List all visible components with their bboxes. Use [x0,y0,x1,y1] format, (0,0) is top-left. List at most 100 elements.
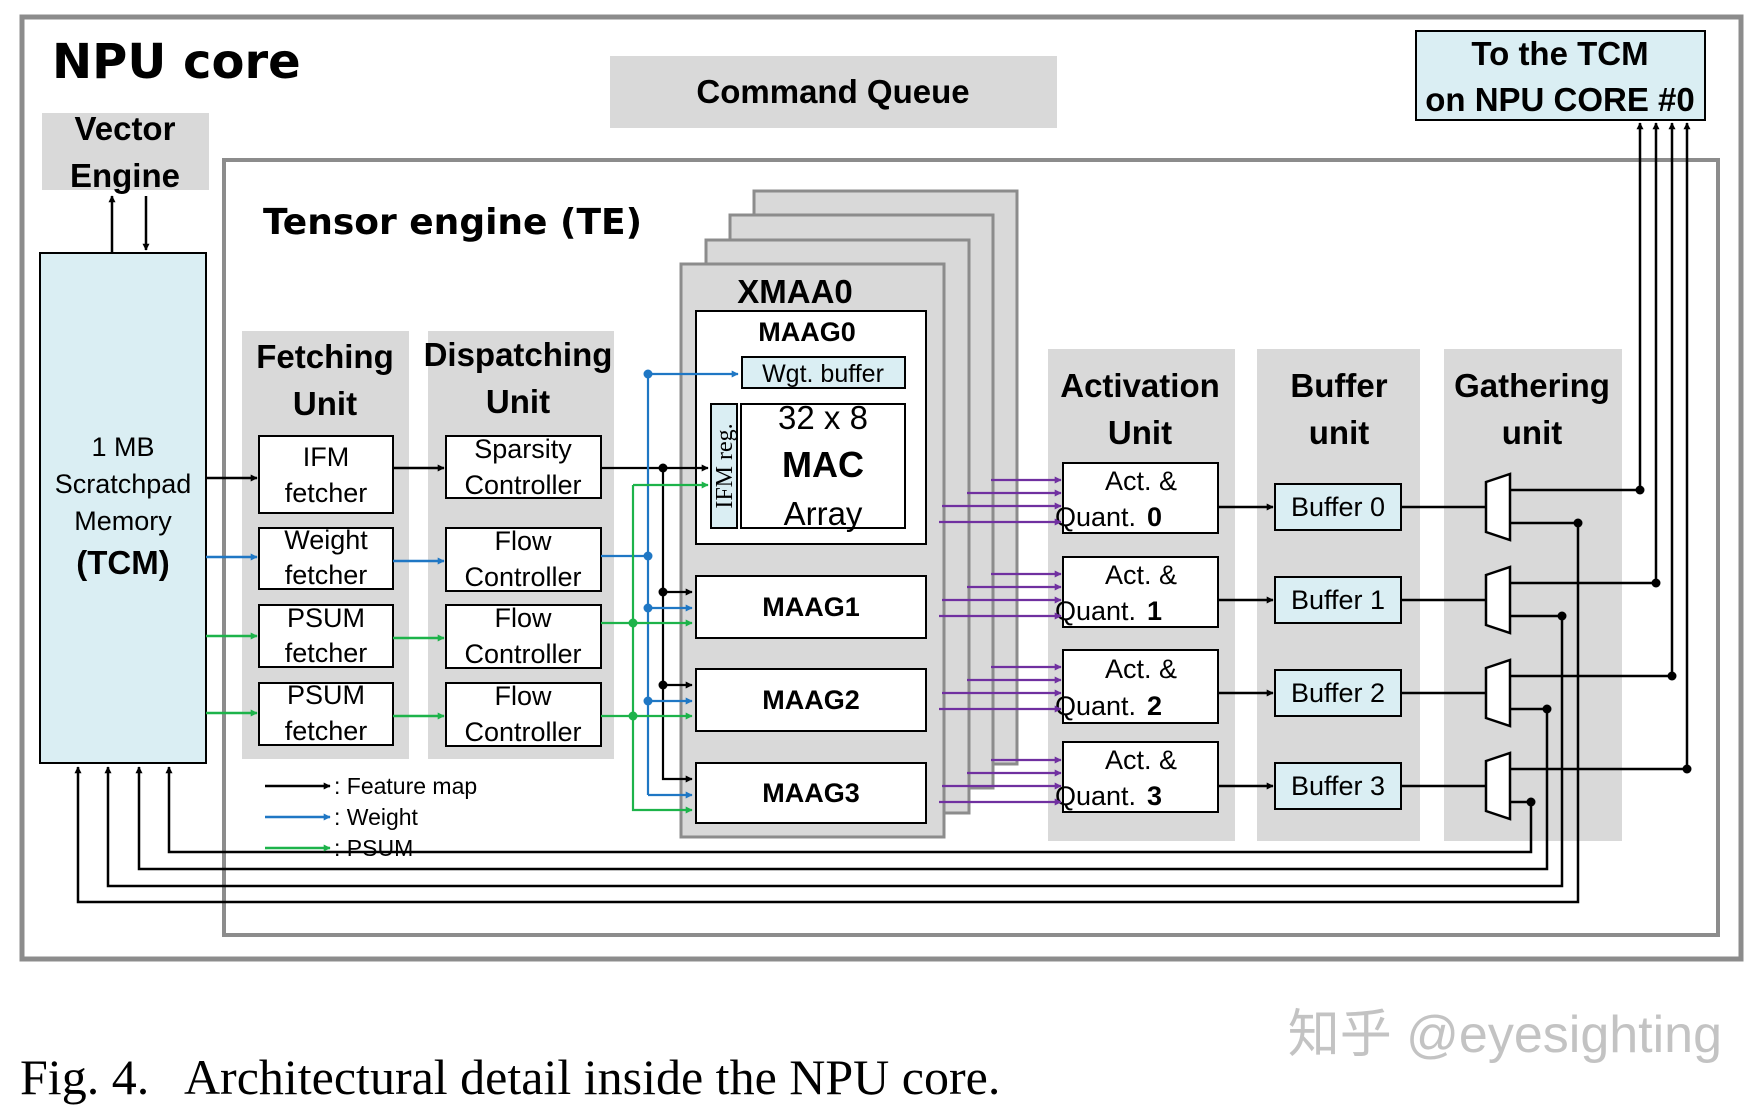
gather-mux-1 [1484,565,1512,635]
activation-unit-title1: Activation [1060,367,1220,404]
fetcher-label-line2: fetcher [285,560,368,590]
scratchpad-line3: Memory [74,506,172,536]
gather-to-local-tcm-lines [74,521,1580,904]
weight-fetcher-box [258,527,394,590]
buffer-label: Buffer 1 [1291,585,1385,615]
act-quant-box [1062,649,1219,724]
act-quant-line2: Quant. [1055,502,1136,532]
controller-label-line2: Controller [464,470,581,500]
output-routing [939,476,1062,806]
maag2-label: MAAG2 [762,685,860,715]
act-quant-box [1062,556,1219,628]
ifm-register [710,403,738,529]
buffer-label: Buffer 0 [1291,492,1385,522]
gather-junctions [1635,485,1692,774]
act-quant-3: Act. & Quant. 3 [1055,741,1219,813]
command-queue-label: Command Queue [696,73,969,110]
activation-unit-title2: Unit [1108,414,1172,451]
maag0-label: MAAG0 [758,317,856,347]
fetcher-label-line2: fetcher [285,716,368,746]
mac-array-line2: MAC [782,444,864,485]
psum-fetcher-2: PSUM fetcher [258,680,394,746]
act-quant-index: 3 [1147,781,1162,811]
legend-psum-label: : PSUM [334,835,413,861]
gather-mux-2 [1484,658,1512,728]
weight-routing [601,370,739,799]
vector-engine-box [42,113,209,190]
act-quant-line2: Quant. [1055,596,1136,626]
vector-engine-line1: Vector [75,110,176,147]
legend-weight-label: : Weight [334,804,419,830]
fetcher-label-line2: fetcher [285,478,368,508]
buffer-unit-title1: Buffer [1290,367,1387,404]
act-quant-line2: Quant. [1055,691,1136,721]
flow-controller-box [445,604,602,669]
mac-array-line1: 32 x 8 [778,399,868,436]
npu-core-title: NPU core [52,34,301,90]
flow-controller-3: Flow Controller [445,681,602,747]
scratchpad-line4: (TCM) [76,544,169,581]
tensor-engine-title: Tensor engine (TE) [263,202,642,243]
controller-label-line1: Sparsity [474,434,572,464]
sparsity-controller-box [445,435,602,499]
maag0: MAAG0 Wgt. buffer IFM reg. 32 x 8 MAC Ar… [695,310,927,545]
psum-fetcher-box [258,604,394,668]
tensor-engine-frame [222,158,1720,937]
maag2-box [695,668,927,732]
fetcher-label-line1: Weight [284,525,368,555]
act-quant-2: Act. & Quant. 2 [1055,649,1219,724]
gathering-unit-title1: Gathering [1454,367,1610,404]
tcm-link-line1: To the TCM [1471,35,1648,72]
legend-feature-map-label: : Feature map [334,773,477,799]
controller-label-line2: Controller [464,562,581,592]
act-quant-line1: Act. & [1105,466,1177,496]
dispatching-unit-title2: Unit [486,383,550,420]
act-quant-index: 1 [1147,596,1162,626]
fetcher-label-line1: IFM [303,442,350,472]
act-quant-box [1062,462,1219,534]
act-quant-index: 2 [1147,691,1162,721]
maag1-box [695,575,927,639]
psum-fetcher-box [258,682,394,746]
gathering-unit-panel [1444,349,1622,841]
ifm-fetcher-box [258,435,394,514]
act-quant-box [1062,741,1219,813]
ifm-register-label: IFM reg. [712,423,738,508]
maag1-label: MAAG1 [762,592,860,622]
act-quant-line1: Act. & [1105,560,1177,590]
buffer-label: Buffer 2 [1291,678,1385,708]
buffer-label: Buffer 3 [1291,771,1385,801]
gather-mux-3 [1484,751,1512,821]
watermark: 知乎 @eyesighting [1288,1006,1722,1064]
tcm-link-line2: on NPU CORE #0 [1425,81,1695,118]
tcm-link-box [1415,30,1706,121]
controller-label-line1: Flow [494,681,552,711]
fetcher-label-line1: PSUM [287,603,365,633]
maag3-label: MAAG3 [762,778,860,808]
xmaa0-title: XMAA0 [737,273,853,310]
act-quant-0: Act. & Quant. 0 [1055,462,1219,534]
gather-mux-0 [1484,472,1512,542]
fetching-unit-title1: Fetching [256,338,394,375]
controller-label-line2: Controller [464,717,581,747]
figure-caption: Fig. 4. Architectural detail inside the … [20,1049,1000,1105]
maag3-box [695,762,927,824]
mac-array-line3: Array [784,495,863,532]
fetcher-label-line1: PSUM [287,680,365,710]
act-quant-line2: Quant. [1055,781,1136,811]
act-quant-line1: Act. & [1105,745,1177,775]
ifm-fetcher: IFM fetcher [258,435,394,514]
flow-controller-1: Flow Controller [445,526,602,592]
act-quant-index: 0 [1147,502,1162,532]
mac-array [740,403,906,529]
act-quant-1: Act. & Quant. 1 [1055,556,1219,628]
buffer-to-mux-lines [1401,505,1486,788]
dispatching-unit-title1: Dispatching [424,336,613,373]
fetching-unit-title2: Unit [293,385,357,422]
weight-fetcher: Weight fetcher [258,525,394,590]
buffer-2 [1274,669,1402,717]
feature-map-routing [601,464,709,783]
buffer-0 [1274,483,1402,531]
